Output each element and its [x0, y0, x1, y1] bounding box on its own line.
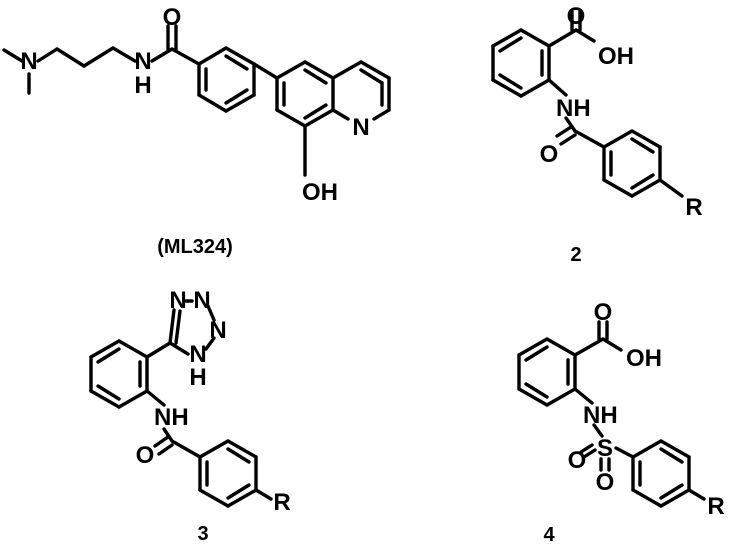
compound-3-amide-o: O — [136, 442, 155, 469]
compound-2-acid-o: O — [567, 3, 586, 30]
ml324-quinoline-n: N — [352, 114, 369, 141]
compound-3-tetrazole-n4: N — [189, 341, 206, 368]
ml324-label: (ML324) — [157, 236, 233, 258]
compound-3-bonds — [89, 299, 273, 508]
compound-3-nh: NH — [154, 404, 189, 431]
ml324-bonds — [2, 24, 391, 177]
compound-2: O OH NH O R 2 — [491, 3, 703, 266]
compound-4-acid-oh: OH — [626, 345, 662, 372]
compound-4-sulfur: S — [597, 435, 613, 462]
compound-4-sulfonyl-o-left: O — [568, 447, 587, 474]
compound-3-tetrazole-n3: N — [209, 317, 226, 344]
compound-4-nh: NH — [583, 402, 618, 429]
compound-3: N N N N H NH O R 3 — [89, 287, 291, 545]
compound-ml324: N N H O N OH (ML324) — [2, 4, 391, 258]
compound-2-amide-o: O — [540, 141, 559, 168]
compound-2-label: 2 — [570, 244, 581, 266]
ml324-amide-h: H — [134, 72, 151, 99]
compound-2-r: R — [685, 194, 702, 221]
compound-4-bonds — [517, 320, 706, 508]
ml324-amine-n: N — [20, 48, 37, 75]
compound-2-nh: NH — [556, 95, 591, 122]
ml324-amide-n: N — [134, 48, 151, 75]
compound-4-acid-o: O — [594, 299, 613, 326]
compound-3-r: R — [273, 489, 290, 516]
compound-4: O OH NH S O O R 4 — [517, 299, 725, 546]
compound-2-bonds — [491, 10, 684, 198]
compound-4-sulfonyl-o-bottom: O — [596, 469, 615, 496]
compound-2-acid-oh: OH — [598, 43, 634, 70]
compound-3-tetrazole-h: H — [189, 364, 206, 391]
compound-3-label: 3 — [197, 523, 208, 545]
compound-4-label: 4 — [543, 524, 555, 546]
ml324-hydroxyl: OH — [302, 179, 338, 206]
ml324-carbonyl-o: O — [163, 4, 182, 31]
compound-4-r: R — [707, 493, 724, 520]
compound-3-tetrazole-n2: N — [193, 287, 210, 314]
compound-3-tetrazole-n1: N — [169, 287, 186, 314]
